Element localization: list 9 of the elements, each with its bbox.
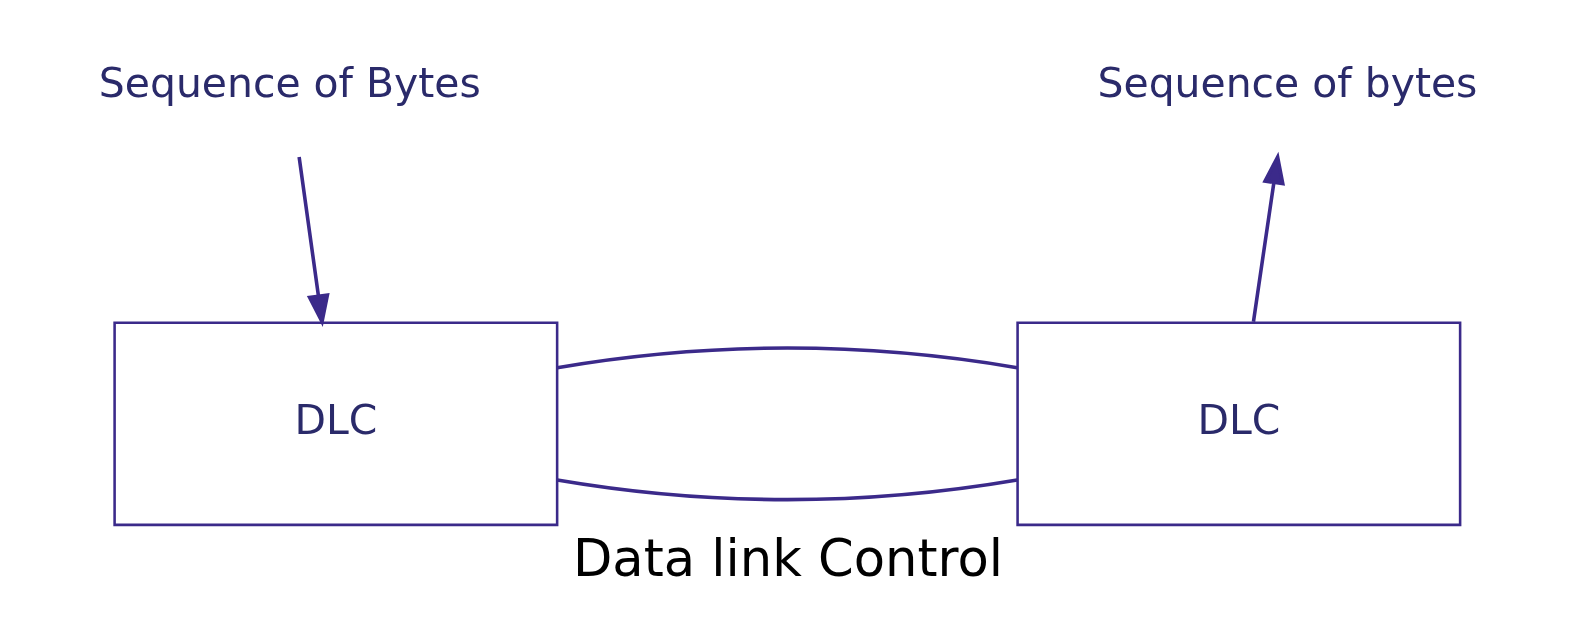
node-text: Sequence of Bytes [98,59,481,108]
caption: Data link Control [572,529,1004,589]
node-box: DLC [1016,321,1462,527]
arrow [297,156,330,327]
connector [556,478,1018,502]
node-box: DLC [113,321,559,527]
arrow [1251,151,1285,322]
node-text: Sequence of bytes [1097,59,1478,108]
connector [556,346,1018,370]
